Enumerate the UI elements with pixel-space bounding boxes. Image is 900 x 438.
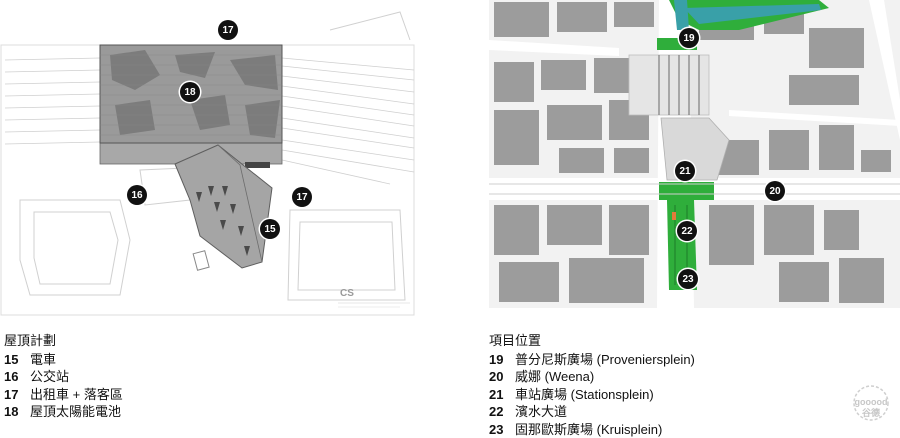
marker-18: 18	[180, 82, 200, 102]
legend-row-18: 18 屋頂太陽能電池	[4, 403, 123, 421]
legend-label: 公交站	[30, 368, 69, 386]
legend-row-22: 22 濱水大道	[489, 403, 695, 421]
legend-row-23: 23 固那歐斯廣場 (Kruisplein)	[489, 421, 695, 438]
marker-19: 19	[679, 28, 699, 48]
legend-number: 21	[489, 386, 515, 404]
legend-number: 19	[489, 351, 515, 369]
watermark-text: gooood 谷德	[848, 397, 894, 419]
marker-20: 20	[765, 181, 785, 201]
marker-17-right: 17	[292, 187, 312, 207]
legend-label: 濱水大道	[515, 403, 567, 421]
site-legend-title: 項目位置	[489, 332, 695, 350]
legend-number: 23	[489, 421, 515, 438]
legend-label: 屋頂太陽能電池	[30, 403, 121, 421]
roof-plan-svg	[0, 0, 415, 318]
legend-number: 22	[489, 403, 515, 421]
legend-number: 15	[4, 351, 30, 369]
marker-16: 16	[127, 185, 147, 205]
watermark-line2: 谷德	[848, 408, 894, 419]
station-dark-strip	[245, 162, 270, 168]
legend-number: 18	[4, 403, 30, 421]
legend-number: 17	[4, 386, 30, 404]
legend-row-16: 16 公交站	[4, 368, 123, 386]
legend-label: 出租車 + 落客區	[30, 386, 123, 404]
marker-23: 23	[678, 269, 698, 289]
legend-row-15: 15 電車	[4, 351, 123, 369]
site-location-legend: 項目位置 19 普分尼斯廣場 (Proveniersplein) 20 威娜 (…	[489, 332, 695, 438]
watermark-line1: gooood	[848, 397, 894, 408]
legend-label: 電車	[30, 351, 56, 369]
legend-label: 固那歐斯廣場 (Kruisplein)	[515, 421, 662, 438]
marker-22: 22	[677, 221, 697, 241]
kiosk	[193, 251, 209, 271]
legend-label: 威娜 (Weena)	[515, 368, 594, 386]
legend-row-21: 21 車站廣場 (Stationsplein)	[489, 386, 695, 404]
weena-green-crossing	[659, 182, 714, 200]
legend-number: 20	[489, 368, 515, 386]
title-stamp-text: CS	[340, 288, 354, 299]
roof-plan-legend: 屋頂計劃 15 電車 16 公交站 17 出租車 + 落客區 18 屋頂太陽能電…	[4, 332, 123, 421]
legend-row-20: 20 威娜 (Weena)	[489, 368, 695, 386]
gooood-watermark: gooood 谷德	[848, 383, 894, 423]
legend-number: 16	[4, 368, 30, 386]
title-stamp	[338, 303, 410, 307]
roof-plan-drawing: CS 17 18 16 17 15	[0, 0, 415, 318]
roof-legend-title: 屋頂計劃	[4, 332, 123, 350]
boulevard-kiosk	[672, 212, 676, 220]
legend-label: 車站廣場 (Stationsplein)	[515, 386, 654, 404]
site-location-map: 19 20 21 22 23	[489, 0, 900, 308]
marker-15: 15	[260, 219, 280, 239]
legend-row-19: 19 普分尼斯廣場 (Proveniersplein)	[489, 351, 695, 369]
legend-label: 普分尼斯廣場 (Proveniersplein)	[515, 351, 695, 369]
marker-21: 21	[675, 161, 695, 181]
legend-row-17: 17 出租車 + 落客區	[4, 386, 123, 404]
marker-17-top: 17	[218, 20, 238, 40]
